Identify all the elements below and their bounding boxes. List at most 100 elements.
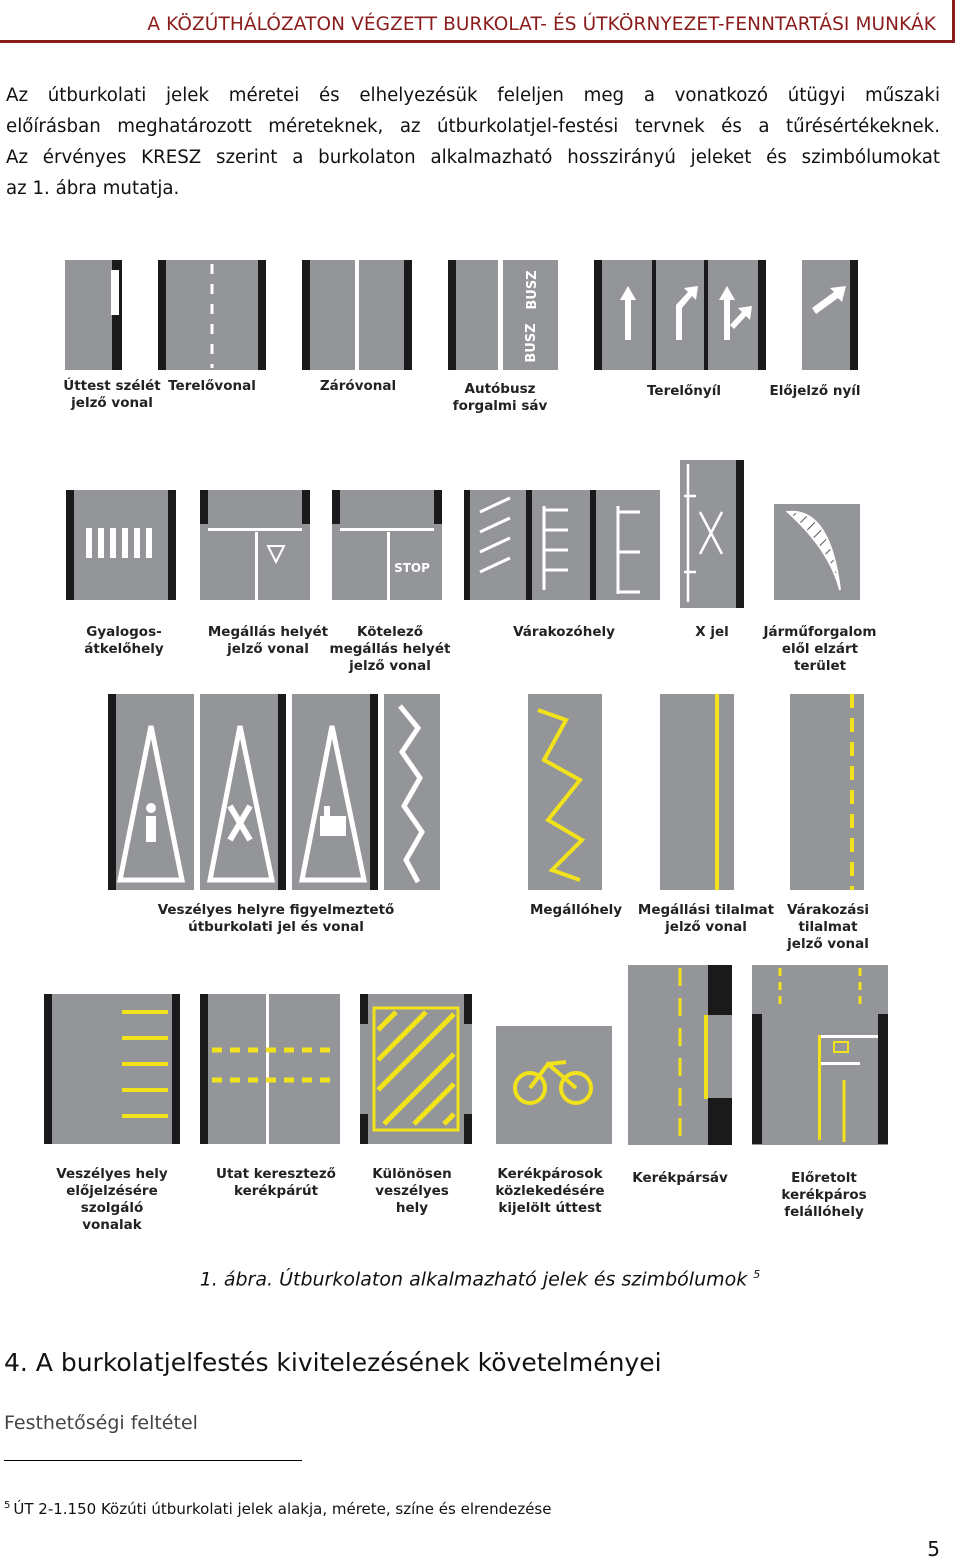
figure-label: előjelzésére bbox=[66, 1183, 158, 1199]
turn-arrow-icon bbox=[676, 286, 698, 340]
figure-label: forgalmi sáv bbox=[453, 398, 548, 414]
figure-label: útburkolati jel és vonal bbox=[188, 919, 364, 935]
figure-label: veszélyes bbox=[375, 1183, 449, 1199]
figure-label: átkelőhely bbox=[84, 641, 164, 657]
panel-special-danger-hatch bbox=[360, 994, 472, 1144]
page-header: A KÖZÚTHÁLÓZATON VÉGZETT BURKOLAT- ÉS ÚT… bbox=[0, 0, 955, 43]
advance-arrow-icon bbox=[812, 286, 846, 314]
figure-label: jelző vonal bbox=[226, 641, 309, 657]
panel-bus-lane: BUSZ BUSZ bbox=[448, 260, 558, 370]
paragraph-line: Az útburkolati jelek méretei és elhelyez… bbox=[6, 85, 940, 106]
footnote-number: 5 bbox=[4, 1500, 11, 1511]
paragraph-line: előírásban meghatározott méreteknek, az … bbox=[6, 116, 940, 137]
yield-triangle-icon bbox=[266, 545, 286, 565]
figure-label: szolgáló bbox=[81, 1200, 143, 1216]
stop-text: STOP bbox=[394, 561, 430, 575]
figure-label: közlekedésére bbox=[495, 1183, 604, 1199]
figure-label: Kerékpárosok bbox=[497, 1166, 603, 1182]
figure-label: X jel bbox=[695, 624, 729, 640]
bicycle-icon bbox=[833, 1041, 849, 1053]
figure-label: kerékpárút bbox=[234, 1183, 319, 1199]
panel-advanced-cyclist-box bbox=[752, 965, 888, 1145]
figure-label: Megállási tilalmat bbox=[638, 902, 775, 918]
panel-no-parking bbox=[790, 694, 864, 890]
panel-danger-pedestrian bbox=[108, 694, 194, 890]
panel-x-mark bbox=[680, 460, 744, 608]
panel-zigzag-white bbox=[384, 694, 440, 890]
figure-label: Terelőnyíl bbox=[647, 383, 721, 399]
figure-label: Úttest szélét bbox=[63, 376, 161, 394]
road-markings-illustration: BUSZ BUSZ Úttest szélét jelző vonal Tere… bbox=[44, 260, 888, 1233]
panel-solid-line bbox=[302, 260, 412, 370]
bus-lane-text: BUSZ bbox=[524, 323, 539, 362]
figure-label: jelző vonal bbox=[348, 658, 431, 674]
figure-label: Megállóhely bbox=[530, 902, 622, 918]
panel-pedestrian-crossing bbox=[66, 490, 176, 600]
panel-lane-arrows bbox=[594, 260, 766, 370]
figure-caption: 1. ábra. Útburkolaton alkalmazható jelek… bbox=[0, 1268, 960, 1290]
figure-label: Gyalogos- bbox=[86, 624, 161, 640]
bicycle-icon bbox=[513, 1060, 593, 1105]
figure-label: jelző vonal bbox=[786, 936, 869, 952]
panel-cycle-crossing bbox=[200, 994, 340, 1144]
panel-stop-line bbox=[200, 490, 310, 600]
straight-arrow-icon bbox=[620, 286, 636, 340]
figure-label: hely bbox=[396, 1200, 428, 1216]
figure-label: Veszélyes helyre figyelmeztető bbox=[158, 902, 395, 918]
caption-footnote-ref: 5 bbox=[753, 1268, 761, 1281]
panel-danger-cross bbox=[200, 694, 286, 890]
header-title: A KÖZÚTHÁLÓZATON VÉGZETT BURKOLAT- ÉS ÚT… bbox=[147, 14, 936, 35]
figure-label: Utat keresztező bbox=[216, 1166, 336, 1182]
panel-stop-mandatory: STOP bbox=[332, 490, 442, 600]
hatched-area-icon bbox=[785, 510, 841, 591]
railway-cross-icon bbox=[227, 804, 253, 842]
road-markings-figure: BUSZ BUSZ Úttest szélét jelző vonal Tere… bbox=[40, 250, 920, 1250]
footnote-divider bbox=[4, 1460, 302, 1461]
bus-lane-text: BUSZ bbox=[525, 270, 540, 309]
panel-cycle-road bbox=[496, 1026, 612, 1144]
figure-label: kerékpáros bbox=[781, 1187, 866, 1203]
figure-label: megállás helyét bbox=[330, 641, 451, 657]
figure-label: Kerékpársáv bbox=[632, 1170, 728, 1186]
figure-label: kijelölt úttest bbox=[498, 1200, 602, 1216]
figure-label: Különösen bbox=[372, 1166, 451, 1182]
paragraph-line: Az érvényes KRESZ szerint a burkolaton a… bbox=[6, 147, 940, 168]
figure-label: Megállás helyét bbox=[208, 624, 329, 640]
footnote-text: ÚT 2-1.150 Közúti útburkolati jelek alak… bbox=[13, 1500, 552, 1518]
figure-label: tilalmat bbox=[798, 919, 858, 935]
figure-label: Várakozóhely bbox=[513, 624, 615, 640]
panel-bus-stop-zigzag bbox=[528, 694, 602, 890]
figure-label: Veszélyes hely bbox=[56, 1166, 168, 1182]
figure-label: Előjelző nyíl bbox=[769, 383, 860, 399]
panel-advance-arrow bbox=[802, 260, 858, 370]
panel-danger-train bbox=[292, 694, 378, 890]
pedestrian-icon bbox=[146, 803, 156, 813]
train-icon bbox=[320, 816, 346, 836]
figure-label: Várakozási bbox=[787, 902, 869, 918]
paragraph-line: az 1. ábra mutatja. bbox=[6, 178, 180, 199]
figure-label: jelző vonal bbox=[70, 395, 153, 411]
figure-label: jelző vonal bbox=[664, 919, 747, 935]
subsection-heading: Festhetőségi feltétel bbox=[4, 1412, 198, 1434]
figure-label: terület bbox=[794, 658, 847, 674]
figure-label: felállóhely bbox=[784, 1204, 864, 1220]
panel-parking-spaces bbox=[464, 490, 660, 600]
panel-restricted-area bbox=[774, 504, 860, 600]
caption-text: 1. ábra. Útburkolaton alkalmazható jelek… bbox=[199, 1268, 748, 1291]
panel-no-stopping bbox=[660, 694, 734, 890]
figure-label: Járműforgalom bbox=[762, 624, 876, 640]
body-paragraph: Az útburkolati jelek méretei és elhelyez… bbox=[6, 80, 940, 204]
figure-label: Előretolt bbox=[791, 1170, 857, 1186]
figure-label: vonalak bbox=[82, 1217, 143, 1233]
figure-label: Terelővonal bbox=[168, 378, 256, 394]
figure-label: elől elzárt bbox=[782, 641, 859, 657]
turn-arrow-icon bbox=[730, 306, 752, 329]
section-heading: 4. A burkolatjelfestés kivitelezésének k… bbox=[4, 1348, 662, 1377]
figure-label: Záróvonal bbox=[320, 378, 396, 394]
panel-road-edge-line bbox=[65, 260, 122, 370]
panel-cycle-lane bbox=[628, 965, 732, 1145]
figure-label: Kötelező bbox=[357, 624, 423, 640]
panel-lane-divider-line bbox=[158, 260, 266, 370]
straight-arrow-icon bbox=[719, 286, 735, 340]
